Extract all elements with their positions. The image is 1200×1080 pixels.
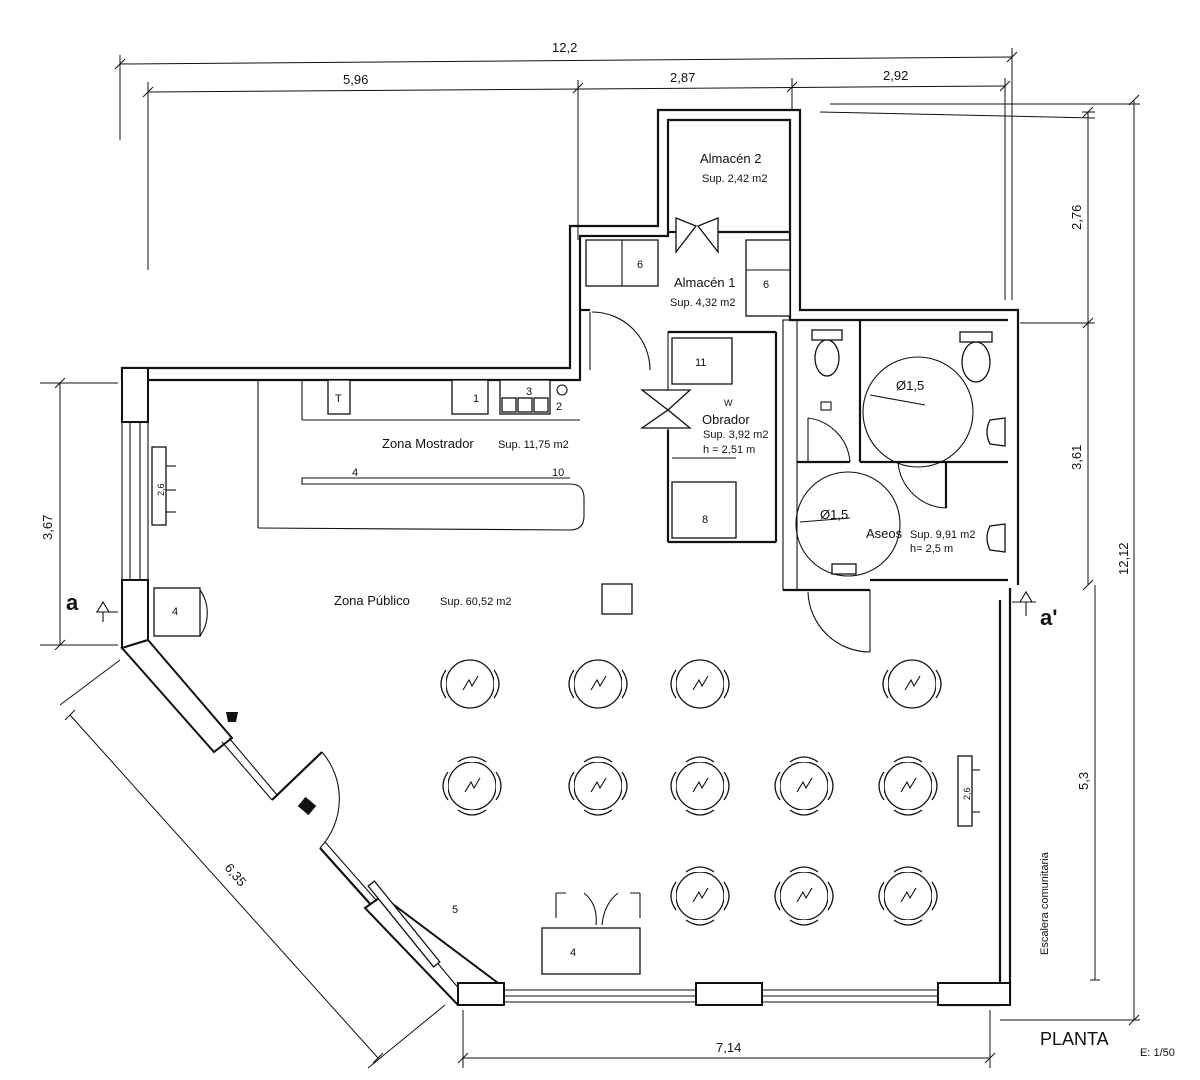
equipment-w-label: W (724, 398, 733, 408)
cafe-table (568, 756, 628, 816)
equipment-2-label: 2 (556, 401, 562, 413)
equipment-11-label: 11 (695, 357, 706, 369)
dim-top-right: 2,92 (883, 68, 908, 83)
section-mark-left: a (66, 590, 79, 615)
stair-label: Escalera comunitaria (1039, 851, 1051, 955)
interior-walls (580, 230, 1008, 592)
aseos-area: Sup. 9,91 m2 (910, 529, 975, 541)
obrador-furniture (671, 337, 737, 539)
aseos-name: Aseos (866, 526, 903, 541)
cafe-table (878, 756, 938, 816)
equipment-10-label: 10 (552, 467, 564, 479)
equipment-t-label: T (335, 393, 342, 405)
publico-name: Zona Público (334, 593, 410, 608)
publico-area: Sup. 60,52 m2 (440, 596, 512, 608)
public-fixtures (151, 446, 980, 975)
cafe-table (440, 659, 500, 709)
almacen-shelves (585, 239, 791, 317)
almacen2-area: Sup. 2,42 m2 (702, 173, 767, 185)
doors (199, 311, 947, 653)
cafe-table (442, 756, 502, 816)
equipment-8-label: 8 (702, 514, 708, 526)
dim-total-width: 12,2 (552, 40, 577, 55)
plan-title: PLANTA (1040, 1029, 1109, 1049)
dimension-lines (40, 48, 1140, 1069)
swing-door-obrador (639, 389, 692, 429)
turning-circle-lower-label: Ø1,5 (820, 507, 848, 522)
counter-zone (257, 379, 585, 531)
mostrador-name: Zona Mostrador (382, 436, 474, 451)
equipment-4-bottom-label: 4 (570, 947, 576, 959)
equipment-3-label: 3 (526, 386, 532, 398)
cafe-table (670, 756, 730, 816)
dim-right-middle: 3,61 (1069, 445, 1084, 470)
almacen1-area: Sup. 4,32 m2 (670, 297, 735, 309)
section-markers (96, 590, 1036, 622)
almacen1-name: Almacén 1 (674, 275, 735, 290)
dim-bottom: 7,14 (716, 1040, 741, 1055)
equipment-5-label: 5 (452, 904, 458, 916)
equipment-6-left-label: 6 (637, 259, 643, 271)
sanitary-fixtures (795, 329, 1006, 577)
section-mark-right: a' (1040, 605, 1057, 630)
cafe-table (568, 659, 628, 709)
equipment-4-counter-label: 4 (352, 467, 358, 479)
mostrador-area: Sup. 11,75 m2 (498, 439, 569, 451)
dim-top-left: 5,96 (343, 72, 368, 87)
turning-circle-upper-label: Ø1,5 (896, 378, 924, 393)
dim-right-top: 2,76 (1069, 205, 1084, 230)
almacen2-name: Almacén 2 (700, 151, 761, 166)
shelf-left-label: 2,6 (156, 483, 166, 496)
cafe-table (670, 659, 730, 709)
obrador-height: h = 2,51 m (703, 444, 755, 456)
equipment-6-right-label: 6 (763, 279, 769, 291)
equipment-1-label: 1 (473, 393, 479, 405)
dim-right-total: 12,12 (1116, 542, 1131, 575)
cafe-table (882, 659, 942, 709)
dim-top-middle: 2,87 (670, 70, 695, 85)
cafe-table (878, 866, 938, 926)
dim-right-bottom: 5,3 (1076, 772, 1091, 790)
exterior-walls (120, 108, 1020, 1007)
plan-scale: E: 1/50 (1140, 1047, 1175, 1059)
obrador-name: Obrador (702, 412, 750, 427)
tables-group (440, 659, 942, 926)
equipment-4-left-label: 4 (172, 606, 178, 618)
cafe-table (670, 866, 730, 926)
swing-door-almacen (675, 217, 719, 254)
cafe-table (774, 866, 834, 926)
dim-left-height: 3,67 (40, 515, 55, 540)
cafe-table (774, 756, 834, 816)
shelf-right-label: 2,6 (962, 787, 972, 800)
obrador-area: Sup. 3,92 m2 (703, 429, 768, 441)
dim-diagonal: 6,35 (222, 860, 250, 889)
aseos-height: h= 2,5 m (910, 543, 953, 555)
